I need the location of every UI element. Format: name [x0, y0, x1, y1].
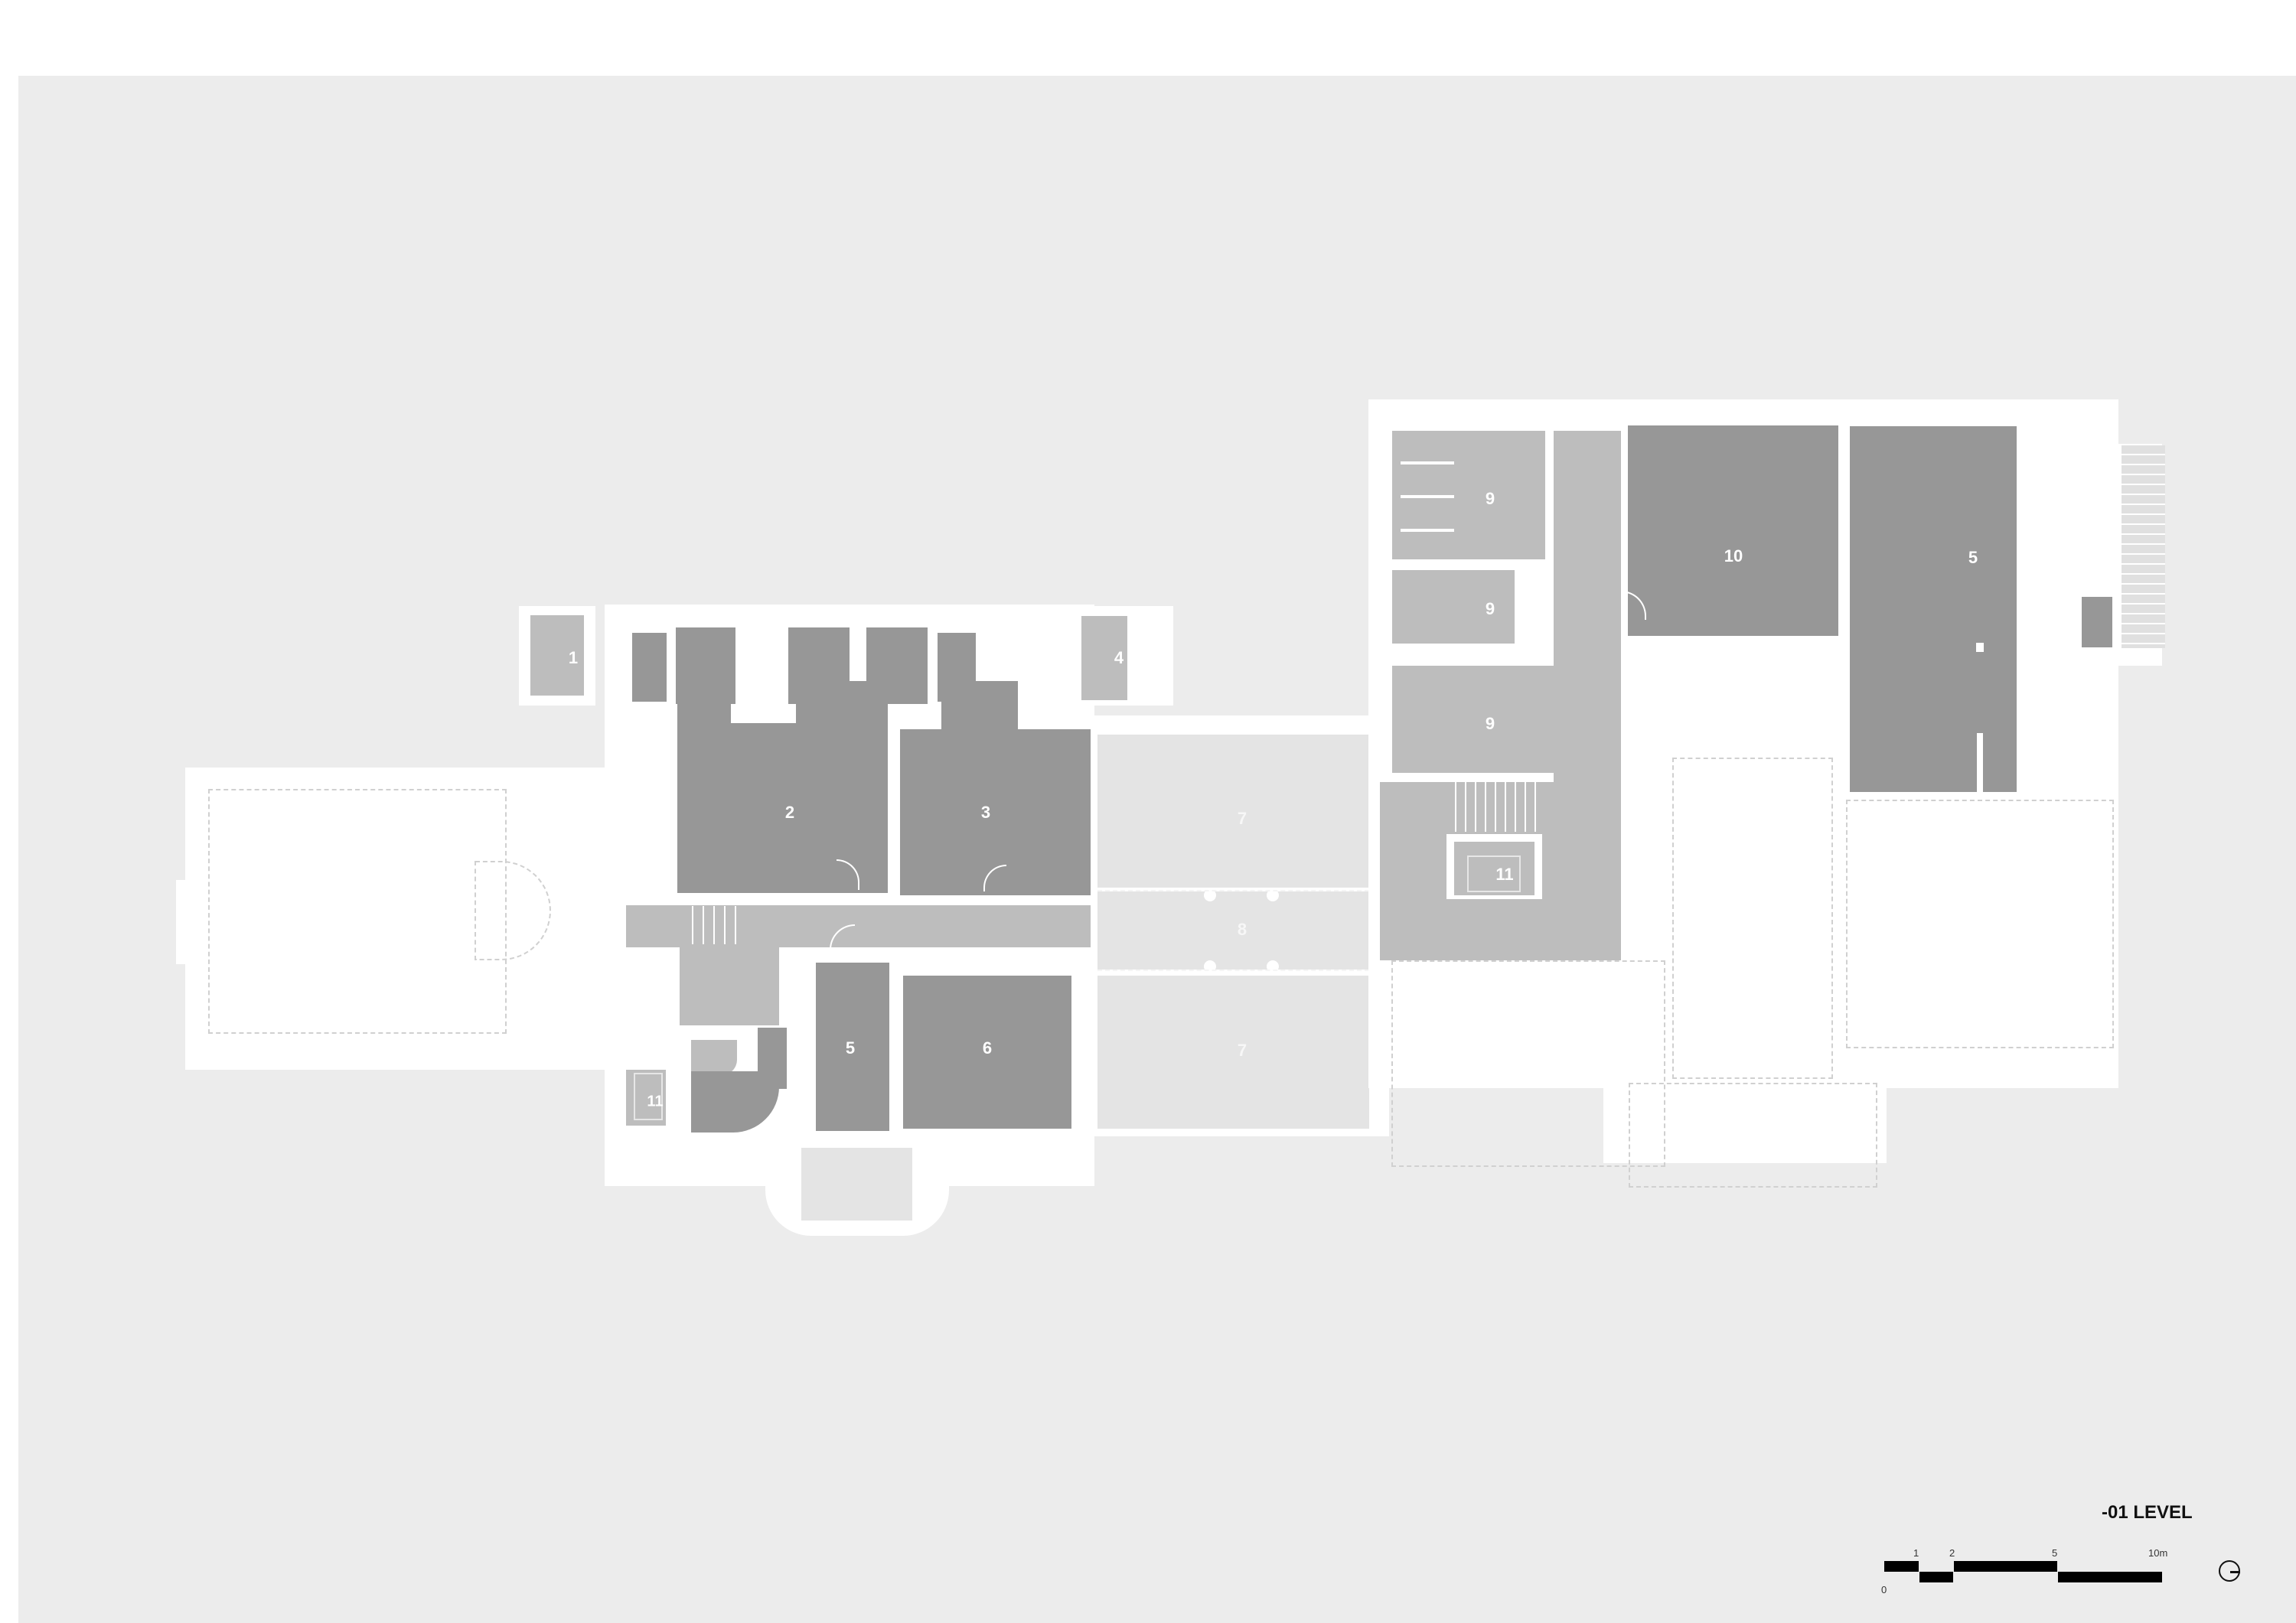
- room-3-north-extension: [941, 681, 1018, 731]
- scale-tick-label: 2: [1949, 1547, 1955, 1559]
- scale-segment: [1954, 1561, 2057, 1572]
- scale-tick-label: 5: [2052, 1547, 2058, 1559]
- room-4: [1081, 616, 1127, 700]
- stair-treads: [683, 906, 736, 944]
- room-label: 5: [845, 1038, 856, 1058]
- room-5-right: [1850, 426, 2017, 792]
- scale-tick-label: 10m: [2148, 1547, 2168, 1559]
- column: [1267, 889, 1279, 901]
- room-9-middle: [1392, 570, 1515, 644]
- room-label: 2: [784, 803, 795, 822]
- east-exterior-stair: [2122, 445, 2165, 648]
- room-label: 3: [980, 803, 991, 822]
- void-outline: [1846, 800, 2114, 1048]
- room-label: 9: [1485, 599, 1495, 618]
- scale-segment: [1884, 1561, 1919, 1572]
- lobby-upper: [758, 1028, 787, 1089]
- room-label: 4: [1114, 648, 1124, 667]
- room-label: 7: [1237, 809, 1247, 828]
- north-arrow-needle: [2230, 1571, 2240, 1573]
- scale-segment: [2058, 1572, 2162, 1582]
- wall-sw: [605, 1071, 628, 1186]
- room-label: 1: [568, 648, 579, 667]
- chapel-dashed-outline: [208, 789, 507, 1034]
- level-title: -01 LEVEL: [2102, 1502, 2193, 1523]
- room-label: 8: [1237, 920, 1247, 939]
- room-label: 6: [982, 1038, 993, 1058]
- chapel-apse-wall: [176, 880, 191, 964]
- east-south-extension: [1603, 1079, 1887, 1163]
- chapel-footprint: [185, 768, 637, 1070]
- room-10: [1628, 425, 1838, 636]
- room-6: [903, 976, 1071, 1129]
- room-2: [677, 723, 888, 893]
- scale-tick-label: 0: [1881, 1584, 1887, 1595]
- room-5-left: [816, 963, 889, 1131]
- room-label: 9: [1485, 714, 1495, 733]
- room-label: 11: [1495, 865, 1514, 884]
- room-2-north-extension: [796, 681, 888, 727]
- room-label: 7: [1237, 1041, 1247, 1060]
- room-9-bottom: [1392, 666, 1561, 773]
- room-1: [530, 615, 584, 696]
- north-arrow-icon: [2219, 1560, 2240, 1582]
- lift-11-left: [626, 1070, 666, 1126]
- void-outline: [1629, 1083, 1877, 1188]
- hall-dashed-line: [1097, 890, 1369, 891]
- south-porch: [801, 1148, 912, 1221]
- room-5-vestibule: [2082, 597, 2112, 647]
- toilet-stalls: [1401, 431, 1454, 559]
- room-label: 10: [1724, 546, 1743, 565]
- room-8: [1097, 891, 1369, 970]
- room-label: 5: [1968, 548, 1978, 567]
- room-7-north: [1097, 735, 1369, 888]
- room-5-partition: [1977, 733, 1983, 792]
- void-outline: [1672, 758, 1833, 1079]
- room-2-north-extension: [677, 681, 731, 727]
- scale-segment: [1919, 1572, 1953, 1582]
- room-7-south: [1097, 976, 1369, 1129]
- room-label: 9: [1485, 489, 1495, 508]
- lift-car: [1467, 855, 1521, 892]
- room-label: 11: [647, 1093, 664, 1110]
- lift-car: [634, 1073, 663, 1120]
- void-outline: [1391, 960, 1665, 1167]
- stair-hall: [680, 941, 779, 1025]
- room-5-column: [1976, 643, 1984, 652]
- column: [1204, 889, 1216, 901]
- wc-small: [691, 1040, 737, 1075]
- stair-treads: [1446, 782, 1538, 832]
- scale-tick-label: 1: [1913, 1547, 1919, 1559]
- hall-dashed-line: [1097, 970, 1369, 971]
- north-closet-1: [632, 633, 667, 702]
